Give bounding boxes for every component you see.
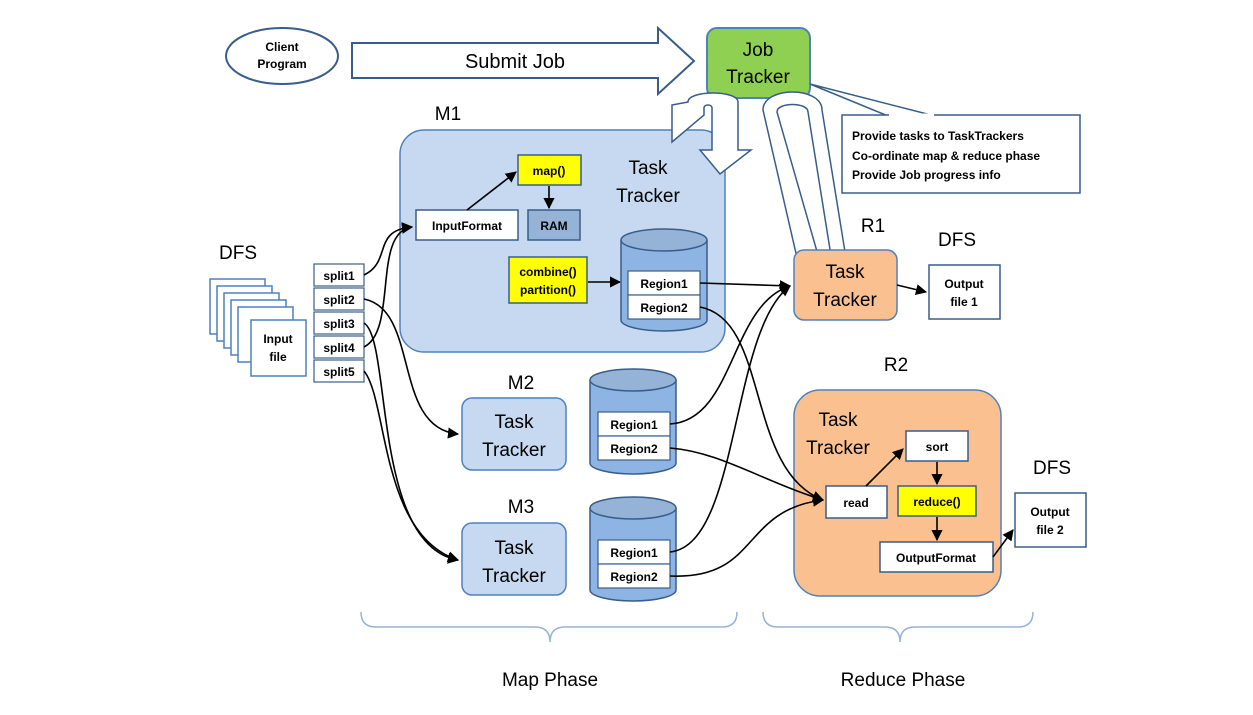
- m2-region1-label: Region1: [610, 418, 658, 432]
- output-file-1-label-2: file 1: [950, 295, 978, 309]
- m3-region1-label: Region1: [610, 546, 658, 560]
- ram-label: RAM: [540, 219, 567, 233]
- r1-tracker-label-2: Tracker: [813, 290, 877, 311]
- input-file-label-1: Input: [263, 332, 292, 346]
- sort-box: sort: [905, 430, 969, 462]
- m2-tracker-label-2: Tracker: [482, 440, 546, 461]
- m1-region2-label: Region2: [640, 301, 688, 315]
- shuffle-connectors: [669, 280, 825, 577]
- m3-task-tracker: Task Tracker: [461, 522, 567, 596]
- r2-tracker-label-1: Task: [818, 410, 858, 431]
- arrow-inputformat-to-map: [466, 171, 517, 211]
- map-phase-brace: [360, 611, 738, 643]
- m3-storage-cylinder: Region1 Region2: [589, 496, 677, 602]
- dfs-r1-label: DFS: [938, 230, 976, 251]
- job-tracker: Job Tracker: [706, 27, 811, 99]
- m2-tracker-label-1: Task: [494, 412, 534, 433]
- dfs-r2-label: DFS: [1033, 458, 1071, 479]
- callout-line-3: Provide Job progress info: [852, 168, 1001, 182]
- read-box: read: [825, 485, 888, 519]
- split5-label: split5: [323, 365, 355, 379]
- output-format-box: OutputFormat: [879, 541, 994, 573]
- input-format-label: InputFormat: [432, 219, 502, 233]
- reduce-function-box: reduce(): [897, 485, 977, 517]
- m3-label: M3: [508, 497, 534, 518]
- m1-tracker-label-2: Tracker: [616, 186, 680, 207]
- map-phase-label: Map Phase: [502, 670, 598, 691]
- read-label: read: [843, 496, 868, 510]
- client-label-2: Program: [257, 57, 306, 71]
- input-format-box: InputFormat: [415, 209, 519, 241]
- job-tracker-label-2: Tracker: [726, 67, 790, 88]
- reduce-function-label: reduce(): [913, 495, 960, 509]
- m2-region2-label: Region2: [610, 442, 658, 456]
- map-function-label: map(): [533, 164, 566, 178]
- job-tracker-label-1: Job: [743, 40, 774, 61]
- input-file-stack: Input file: [209, 278, 307, 377]
- submit-job-label: Submit Job: [465, 51, 565, 73]
- split2-label: split2: [323, 293, 355, 307]
- splits-column: split1 split2 split3 split4 split5: [313, 263, 365, 383]
- r1-task-tracker: Task Tracker: [793, 249, 898, 321]
- input-file-label-2: file: [269, 350, 287, 364]
- r1-label: R1: [861, 216, 885, 237]
- callout-line-1: Provide tasks to TaskTrackers: [852, 129, 1024, 143]
- m1-region1-label: Region1: [640, 277, 688, 291]
- output-file-1: Output file 1: [928, 264, 1001, 320]
- m2-storage-cylinder: Region1 Region2: [589, 368, 677, 475]
- m2-label: M2: [508, 373, 534, 394]
- client-label-1: Client: [265, 40, 298, 54]
- callout-line-2: Co-ordinate map & reduce phase: [852, 149, 1040, 163]
- client-program: Client Program: [225, 27, 339, 85]
- combine-label: combine(): [519, 265, 576, 279]
- split-connectors: [363, 222, 460, 564]
- output-file-2-label-2: file 2: [1036, 523, 1064, 537]
- partition-label: partition(): [520, 283, 576, 297]
- output-file-1-label-1: Output: [944, 277, 983, 291]
- dfs-input-label: DFS: [219, 243, 257, 264]
- map-function-box: map(): [517, 154, 582, 186]
- m3-tracker-label-2: Tracker: [482, 566, 546, 587]
- m3-region2-label: Region2: [610, 570, 658, 584]
- m2-task-tracker: Task Tracker: [461, 397, 567, 471]
- r2-tracker-label-2: Tracker: [806, 438, 870, 459]
- r2-label: R2: [884, 355, 908, 376]
- m3-tracker-label-1: Task: [494, 538, 534, 559]
- combine-partition-box: combine() partition(): [508, 256, 588, 304]
- m1-storage-cylinder: Region1 Region2: [620, 228, 708, 332]
- output-format-label: OutputFormat: [896, 551, 976, 565]
- job-to-m1-uturn-arrow: [671, 92, 754, 176]
- r1-tracker-label-1: Task: [825, 262, 865, 283]
- split3-label: split3: [323, 317, 355, 331]
- split1-label: split1: [323, 269, 355, 283]
- reduce-phase-label: Reduce Phase: [841, 670, 966, 691]
- job-tracker-callout: Provide tasks to TaskTrackers Co-ordinat…: [841, 113, 1081, 194]
- output-file-2: Output file 2: [1014, 492, 1087, 548]
- m1-label: M1: [435, 104, 461, 125]
- output-file-2-label-1: Output: [1030, 505, 1069, 519]
- job-to-r1-uturn-arrow: [762, 91, 847, 263]
- sort-label: sort: [926, 440, 949, 454]
- m1-tracker-label-1: Task: [628, 158, 668, 179]
- ram-box: RAM: [527, 209, 581, 241]
- reduce-phase-brace: [762, 611, 1034, 643]
- callout-pointer: [809, 83, 936, 117]
- arrow-r1-to-output1: [896, 284, 928, 296]
- split4-label: split4: [323, 341, 355, 355]
- submit-job-arrow: Submit Job: [351, 25, 696, 97]
- arrow-read-to-sort: [865, 448, 904, 487]
- arrow-outputformat-to-output2: [992, 529, 1014, 558]
